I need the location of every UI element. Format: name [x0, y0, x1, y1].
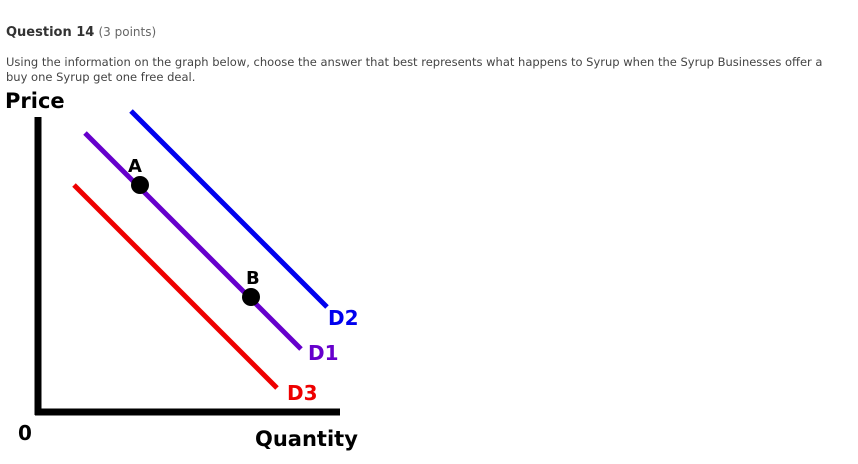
d1-label: D1: [308, 341, 339, 365]
demand-curve-d2: [129, 109, 329, 309]
point-a-label: A: [128, 156, 142, 177]
origin-label: 0: [18, 421, 32, 445]
point-a-marker: [131, 176, 149, 194]
question-points: (3 points): [98, 25, 157, 39]
d2-label: D2: [328, 306, 359, 330]
x-axis-label: Quantity: [255, 427, 358, 451]
demand-curve-d1: [83, 131, 303, 351]
y-axis-label: Price: [5, 89, 65, 113]
d3-label: D3: [287, 381, 318, 405]
point-b-marker: [242, 288, 260, 306]
point-b-label: B: [246, 268, 260, 289]
question-title: Question 14: [6, 25, 95, 40]
demand-curve-d3: [72, 183, 279, 390]
question-prompt: Using the information on the graph below…: [6, 55, 823, 84]
question-header: Question 14 (3 points): [6, 25, 156, 40]
